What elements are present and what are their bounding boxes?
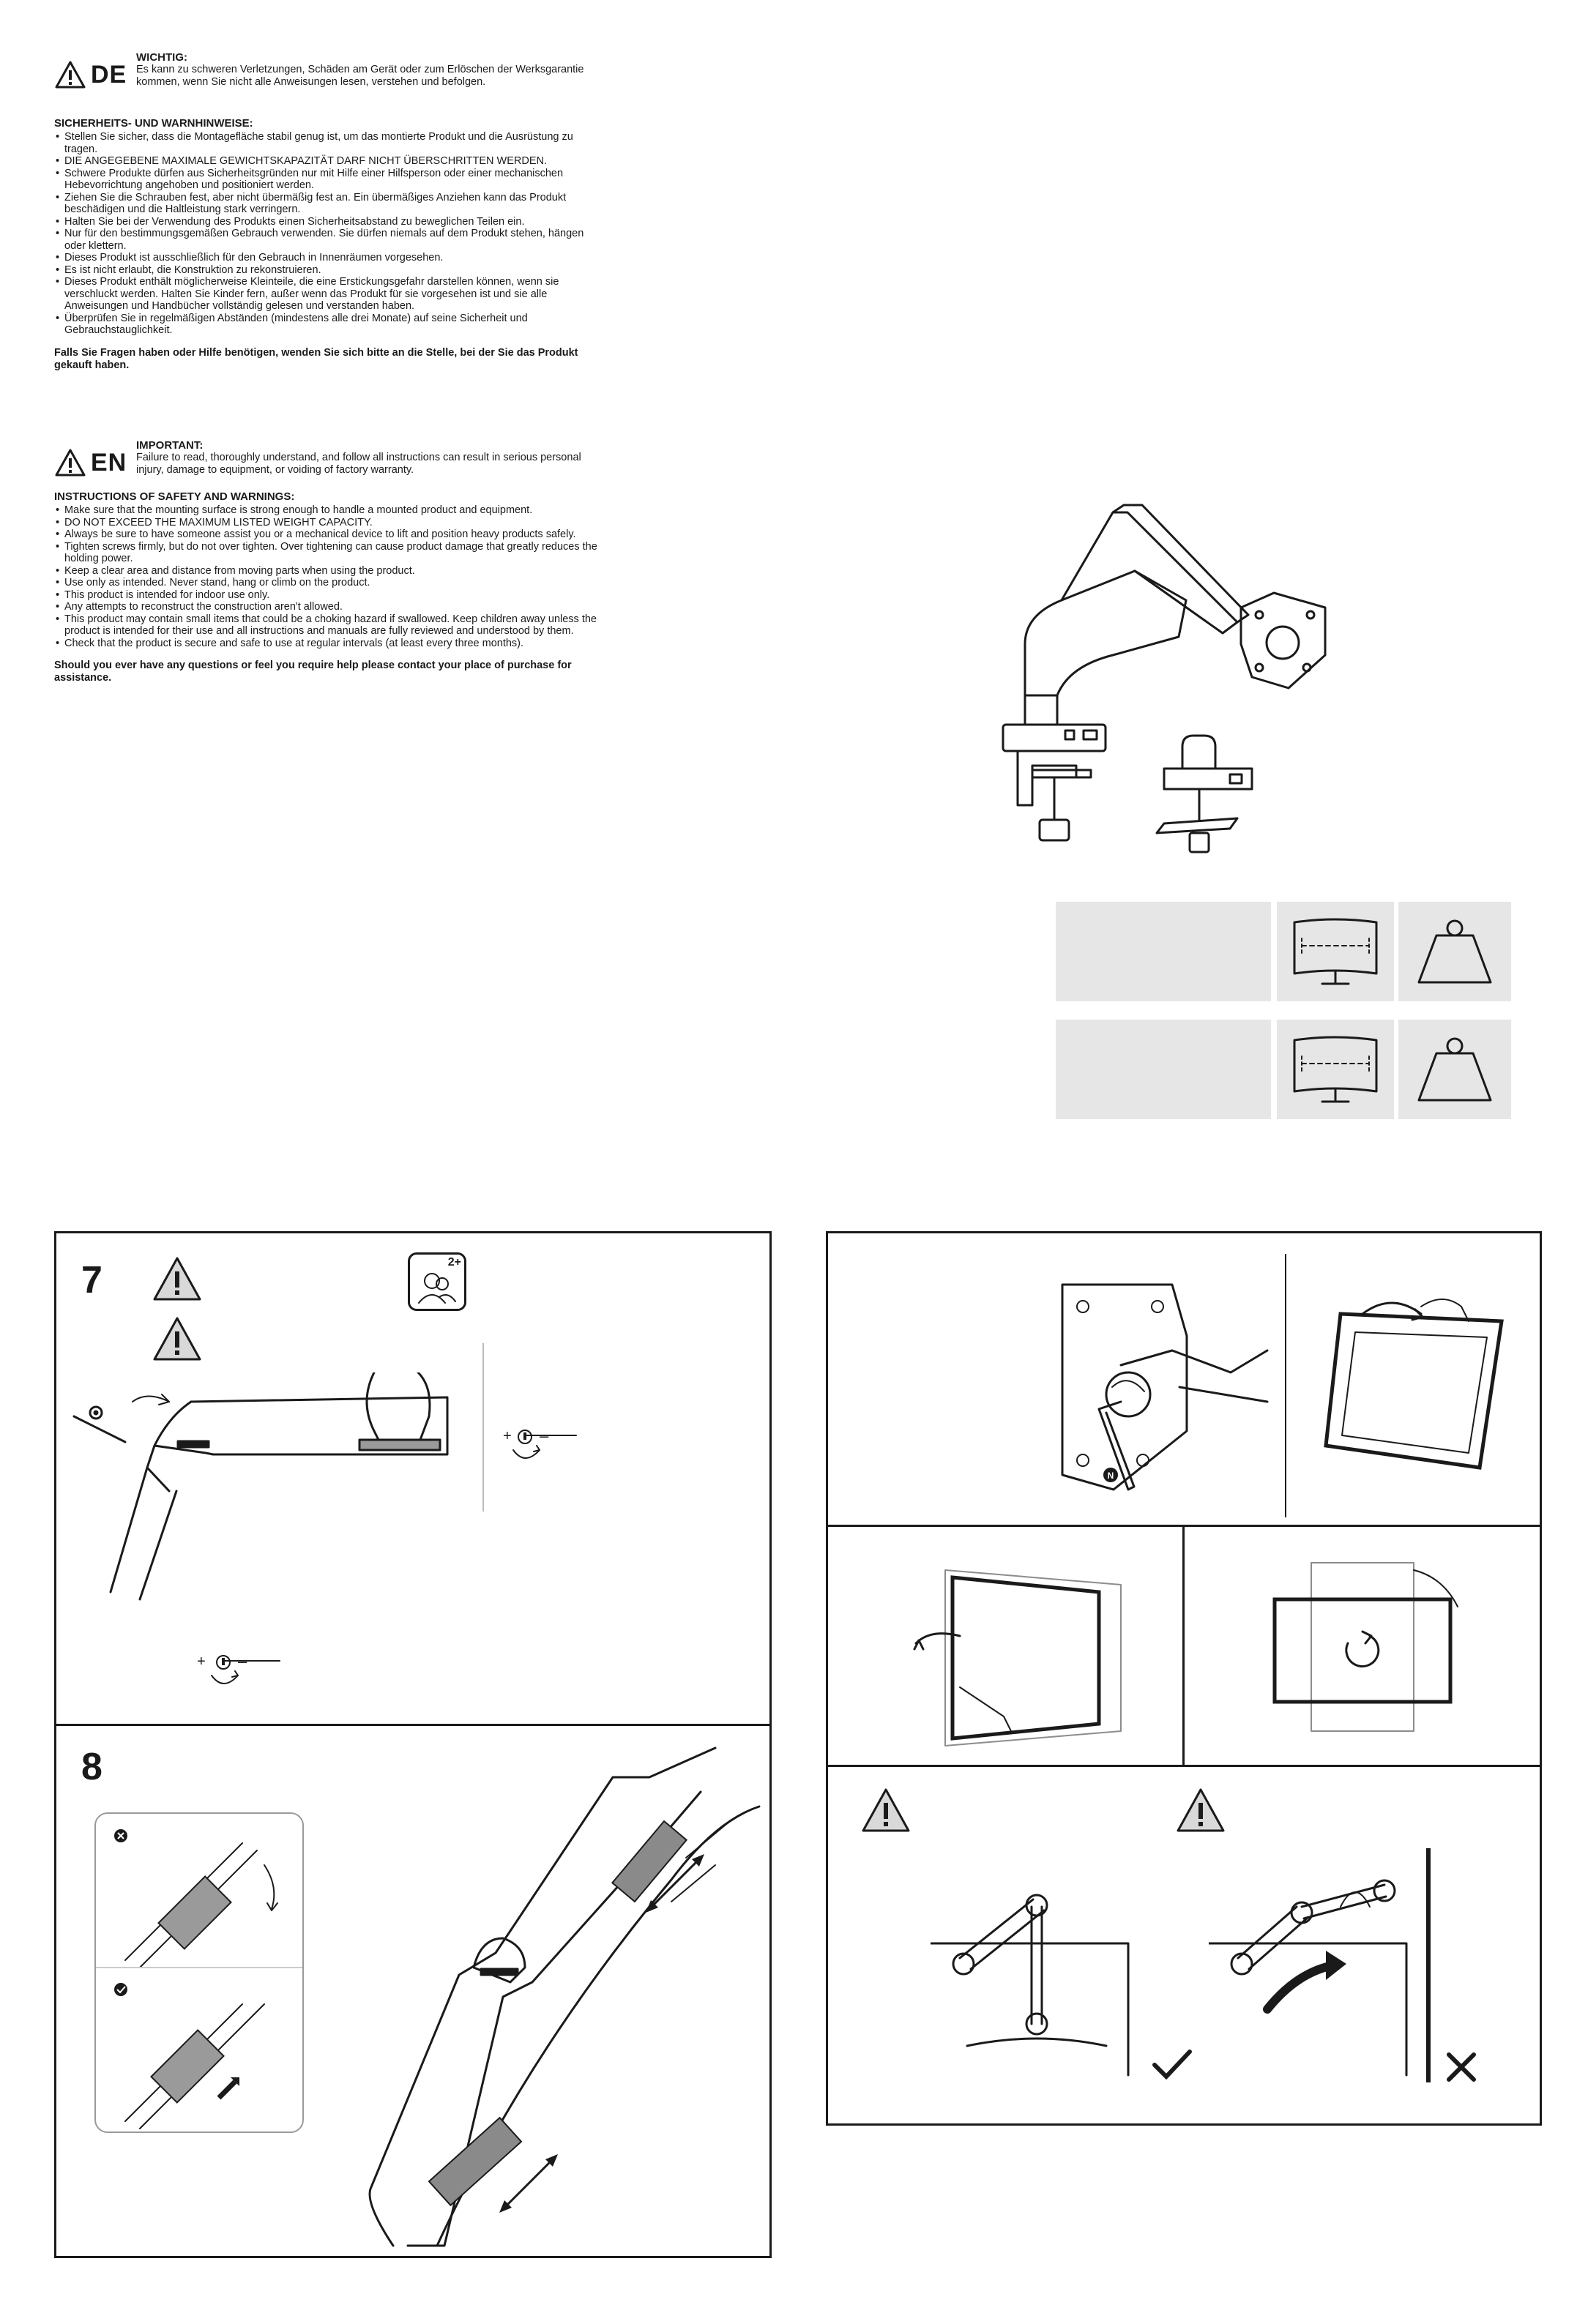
panel-divider-vertical [1182,1525,1185,1766]
list-item: DO NOT EXCEED THE MAXIMUM LISTED WEIGHT … [54,517,600,529]
step-7-panel: 7 2+ [54,1231,772,1726]
allen-key-icon [512,1430,577,1459]
section-title-en: INSTRUCTIONS OF SAFETY AND WARNINGS: [54,490,295,503]
list-item: Halten Sie bei der Verwendung des Produk… [54,216,600,228]
important-text: Failure to read, thoroughly understand, … [136,452,581,476]
correct-use-drawing [931,1894,1130,2077]
important-title: WICHTIG: [136,51,187,64]
important-notice-de: WICHTIG: Es kann zu schweren Verletzunge… [136,51,605,89]
important-title: IMPORTANT: [136,439,204,452]
warning-icon [55,449,86,477]
two-person-label: 2+ [447,1256,461,1269]
vesa-adjust-drawing: N [1061,1283,1269,1491]
incorrect-use-drawing [1209,1848,1431,2082]
step7-divider [482,1343,484,1512]
tighten-plus: + [197,1654,206,1670]
spec-monitor-cell [1277,902,1394,1001]
check-icon [1152,2050,1192,2080]
lang-header-en: EN IMPORTANT: Failure to read, thoroughl… [54,439,600,486]
section-title-de: SICHERHEITS- UND WARNHINWEISE: [54,117,253,130]
list-item: Check that the product is secure and saf… [54,638,600,650]
lang-header-de: DE WICHTIG: Es kann zu schweren Verletzu… [54,51,600,113]
spec-weight-cell [1398,1020,1511,1119]
spec-monitor-cell [1277,1020,1394,1119]
important-notice-en: IMPORTANT: Failure to read, thoroughly u… [136,439,605,477]
step-8-panel: 8 [54,1724,772,2258]
spec-weight-cell [1398,902,1511,1001]
warning-icon [862,1788,910,1832]
loosen-minus: – [238,1652,247,1670]
monitor-tilt-drawing [1324,1299,1504,1470]
weight-icon [1417,1037,1492,1102]
panel-divider-vertical [1285,1254,1286,1517]
spec-label-cell [1056,902,1271,1001]
warning-icon [55,61,86,89]
bolt-letter-n: N [1108,1471,1114,1481]
list-item: Use only as intended. Never stand, hang … [54,577,600,589]
lang-code-en: EN [54,448,127,477]
tilt-rotate-panel: N [826,1231,1542,2126]
lang-code-de: DE [54,60,127,89]
tighten-plus: + [503,1428,512,1444]
two-person-badge: 2+ [408,1252,466,1311]
step-number: 7 [81,1259,102,1301]
weight-icon [1417,919,1492,984]
list-item: DIE ANGEGEBENE MAXIMALE GEWICHTSKAPAZITÄ… [54,155,600,168]
lang-code-text: EN [91,448,127,477]
list-item: Dieses Produkt ist ausschließlich für de… [54,252,600,264]
list-item: Ziehen Sie die Schrauben fest, aber nich… [54,192,600,216]
list-item: Tighten screws firmly, but do not over t… [54,541,600,565]
help-text-en: Should you ever have any questions or fe… [54,660,572,684]
monitor-rotate-drawing [1272,1562,1458,1732]
warning-icon [1177,1788,1225,1832]
safety-section-en: EN IMPORTANT: Failure to read, thoroughl… [54,439,600,684]
safety-section-de: DE WICHTIG: Es kann zu schweren Verletzu… [54,51,600,372]
monitor-arm-illustration [1002,504,1327,853]
panel-divider-horizontal [828,1765,1540,1767]
list-item: Dieses Produkt enthält möglicherweise Kl… [54,276,600,313]
list-item: Schwere Produkte dürfen aus Sicherheitsg… [54,168,600,192]
help-text-de: Falls Sie Fragen haben oder Hilfe benöti… [54,346,578,371]
cover-inset-drawing [96,1829,302,2129]
list-item: Keep a clear area and distance from movi… [54,565,600,578]
cover-inset [94,1812,304,2133]
warning-icon [153,1317,201,1361]
list-item: Always be sure to have someone assist yo… [54,528,600,541]
step7-arm-illustration [72,1372,449,1601]
cross-icon [1447,2052,1476,2082]
warning-icon [153,1257,201,1301]
list-item: Es ist nicht erlaubt, die Konstruktion z… [54,264,600,277]
list-item: This product may contain small items tha… [54,613,600,638]
list-item: This product is intended for indoor use … [54,589,600,602]
allen-key-icon [211,1655,280,1684]
monitor-icon [1293,1036,1378,1103]
monitor-swivel-drawing [913,1569,1122,1746]
lang-code-text: DE [91,60,127,89]
list-item: Stellen Sie sicher, dass die Montagefläc… [54,131,600,155]
step-number: 8 [81,1746,102,1788]
rules-list-de: Stellen Sie sicher, dass die Montagefläc… [54,131,600,337]
list-item: Any attempts to reconstruct the construc… [54,601,600,613]
rules-list-en: Make sure that the mounting surface is s… [54,504,600,649]
two-person-icon [418,1273,456,1304]
important-text: Es kann zu schweren Verletzungen, Schäde… [136,64,584,88]
spec-label-cell [1056,1020,1271,1119]
monitor-icon [1293,918,1378,985]
step8-arm-illustration [368,1746,761,2247]
loosen-minus: – [540,1427,549,1445]
list-item: Überprüfen Sie in regelmäßigen Abständen… [54,313,600,337]
list-item: Nur für den bestimmungsgemäßen Gebrauch … [54,228,600,252]
list-item: Make sure that the mounting surface is s… [54,504,600,517]
